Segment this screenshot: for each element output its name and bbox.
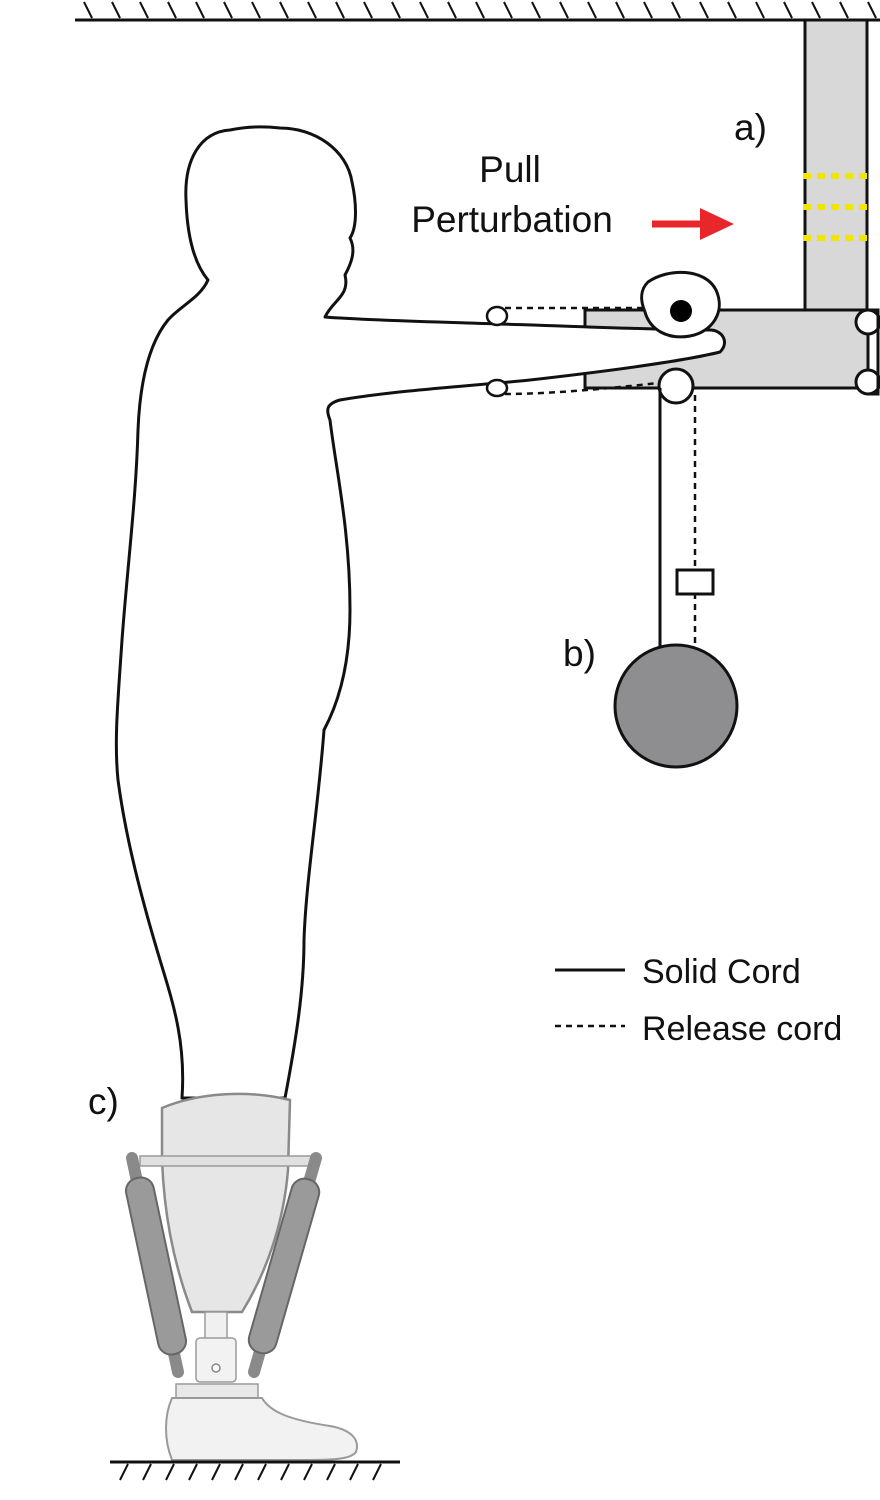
hatch-mark <box>447 1 457 19</box>
wrist-cuff-bottom <box>485 378 509 398</box>
hatch-mark <box>372 1463 382 1481</box>
hatch-mark <box>257 1463 267 1481</box>
prosthetic-socket <box>160 1092 292 1314</box>
hatch-mark <box>211 1463 221 1481</box>
hatch-mark <box>165 1463 175 1481</box>
spring-left <box>125 1152 187 1378</box>
weight <box>613 643 739 769</box>
label-a: a) <box>734 107 767 148</box>
hatch-mark <box>279 1 289 19</box>
pulley-top-right <box>854 308 880 336</box>
release-box <box>675 568 715 596</box>
spring-right <box>247 1152 322 1378</box>
ceiling <box>75 1 880 22</box>
hatch-mark <box>307 1 317 19</box>
hatch-mark <box>363 1 373 19</box>
hatch-mark <box>643 1 653 19</box>
legend-solid-label: Solid Cord <box>642 953 801 991</box>
wrist-cuff-top <box>485 305 509 327</box>
hatch-mark <box>699 1 709 19</box>
hatch-mark <box>531 1 541 19</box>
hatch-mark <box>503 1 513 19</box>
hatch-mark <box>234 1463 244 1481</box>
grip-pivot-dot <box>670 300 692 322</box>
hatch-mark <box>303 1463 313 1481</box>
hatch-mark <box>251 1 261 19</box>
hatch-mark <box>335 1 345 19</box>
hatch-mark <box>119 1463 129 1481</box>
hatch-mark <box>280 1463 290 1481</box>
hatch-mark <box>587 1 597 19</box>
floor <box>110 1460 400 1481</box>
cord-right-loop <box>868 308 880 396</box>
hatch-mark <box>223 1 233 19</box>
pulley-lower <box>657 367 695 405</box>
hatch-mark <box>783 1 793 19</box>
hatch-mark <box>727 1 737 19</box>
hatch-mark <box>326 1463 336 1481</box>
hatch-mark <box>475 1 485 19</box>
hatch-mark <box>83 1 93 19</box>
hatch-mark <box>142 1463 152 1481</box>
hatch-mark <box>195 1 205 19</box>
hatch-mark <box>391 1 401 19</box>
hatch-mark <box>188 1463 198 1481</box>
pull-perturbation-line1: Pull <box>479 149 541 190</box>
hatch-mark <box>615 1 625 19</box>
hatch-mark <box>559 1 569 19</box>
hatch-mark <box>349 1463 359 1481</box>
legend-release-label: Release cord <box>642 1010 842 1048</box>
hatch-mark <box>111 1 121 19</box>
pull-perturbation-line2: Perturbation <box>411 199 613 240</box>
label-c: c) <box>88 1081 119 1122</box>
pull-direction-arrow <box>652 208 734 240</box>
hatch-mark <box>671 1 681 19</box>
hatch-mark <box>839 1 849 19</box>
hatch-mark <box>811 1 821 19</box>
hatch-mark <box>867 1 877 19</box>
hatch-mark <box>755 1 765 19</box>
hatch-mark <box>167 1 177 19</box>
legend: Solid Cord Release cord <box>555 953 842 1048</box>
prosthetic-foot <box>165 1397 358 1461</box>
latch-marks <box>803 173 868 241</box>
hatch-mark <box>419 1 429 19</box>
human-silhouette <box>114 125 726 1100</box>
prosthesis <box>125 1092 358 1461</box>
label-b: b) <box>563 633 596 674</box>
pulley-bottom-right <box>854 368 880 396</box>
frame-post <box>803 18 869 322</box>
release-cord-arm <box>504 306 697 650</box>
hatch-mark <box>139 1 149 19</box>
